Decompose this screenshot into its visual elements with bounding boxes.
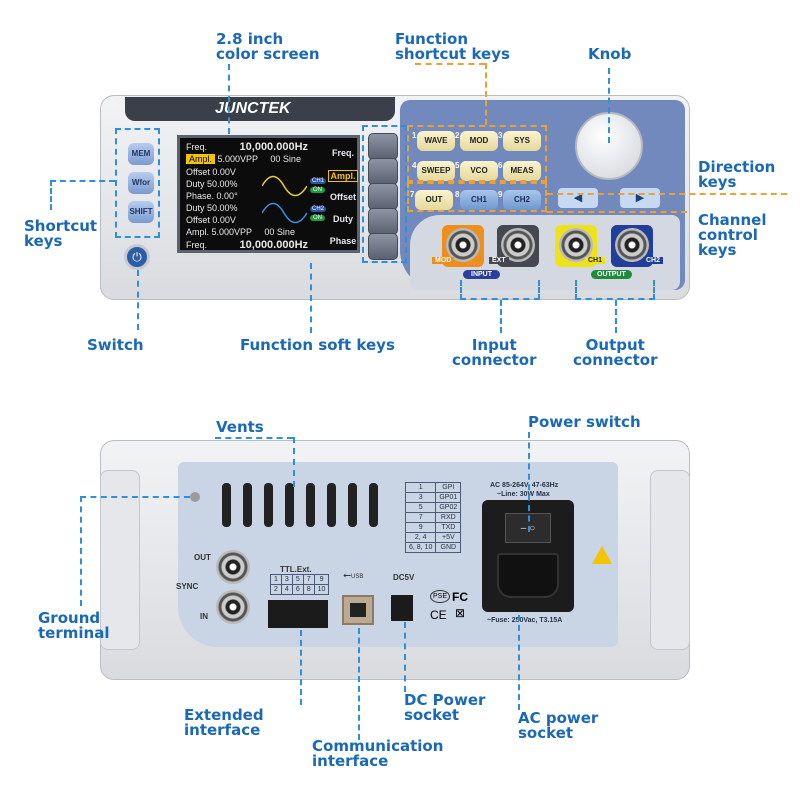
soft-label-ampl: Ampl. <box>328 170 358 182</box>
soft-key-5[interactable] <box>368 233 398 260</box>
mod-label: MOD <box>432 257 455 264</box>
left-arrow-button[interactable]: ◀ <box>558 188 598 208</box>
ext-label: EXT <box>489 257 509 264</box>
label-vents: Vents <box>216 418 264 436</box>
ch1-label: CH1 <box>585 257 606 264</box>
screen-row: Ampl. 5.000VPP 00 Sine <box>186 227 295 237</box>
soft-key-4[interactable] <box>368 208 398 235</box>
ground-terminal[interactable] <box>190 492 200 502</box>
ch2-waveform <box>262 202 307 224</box>
ch2-badge: CH2 <box>310 206 327 212</box>
label-knob: Knob <box>588 45 632 63</box>
usb-icon: ⭠USB <box>343 570 364 581</box>
soft-label-phase: Phase <box>329 236 357 246</box>
sync-out-connector[interactable] <box>216 550 250 584</box>
mod-connector[interactable] <box>446 228 480 262</box>
warning-icon <box>592 546 612 564</box>
ch1-output-connector[interactable] <box>559 228 593 262</box>
screen-row: Ampl. 5.000VPP 00 Sine <box>186 154 301 164</box>
fuse-label: ~Fuse: 250Vac, T3.15A <box>487 617 563 624</box>
screen-row: Offset 0.00V <box>186 167 236 177</box>
ch2-label: CH2 <box>643 257 664 264</box>
power-button[interactable]: ⏻ <box>124 244 150 270</box>
sync-label: SYNC <box>176 582 199 591</box>
sync-out-label: OUT <box>194 553 211 562</box>
pse-mark: PSE <box>430 590 451 603</box>
dc-label: DC5V <box>393 573 415 582</box>
soft-label-offset: Offset <box>329 192 356 202</box>
vco-button[interactable]: VCO <box>460 161 498 181</box>
screen-row: Offset 0.00V <box>186 215 236 225</box>
mem-button[interactable]: MEM <box>128 143 154 165</box>
iec-power-inlet[interactable] <box>497 553 559 598</box>
sync-in-label: IN <box>200 612 208 621</box>
ch2-on-badge: ON <box>310 215 325 221</box>
screen-row: Freq. 10,000.000Hz <box>186 239 309 251</box>
ext-connector[interactable] <box>501 228 535 262</box>
sweep-button[interactable]: SWEEP <box>417 161 455 181</box>
ac-rating: AC 85-264V, 47-63Hz <box>490 482 559 489</box>
usb-b-port[interactable] <box>342 595 374 625</box>
sys-button[interactable]: SYS <box>503 131 541 151</box>
ce-mark: CE <box>430 608 447 622</box>
meas-button[interactable]: MEAS <box>503 161 541 181</box>
wfor-button[interactable]: Wfor <box>128 172 154 194</box>
right-arrow-button[interactable]: ▶ <box>620 188 660 208</box>
screen-row: Phase. 0.00° <box>186 191 238 201</box>
screen-row: Duty 50.00% <box>186 203 238 213</box>
ch1-waveform <box>262 175 307 197</box>
soft-label-freq: Freq. <box>331 148 354 158</box>
right-handle <box>650 470 690 650</box>
sync-in-connector[interactable] <box>216 590 250 624</box>
screen-row: Freq. 10,000.000Hz <box>186 141 309 153</box>
ac-line: ~Line: 30W Max <box>497 491 550 498</box>
label-switch: Switch <box>87 336 144 354</box>
left-handle <box>100 470 140 650</box>
dc-power-socket[interactable] <box>391 595 413 621</box>
soft-keys <box>368 133 400 260</box>
wave-button[interactable]: WAVE <box>417 131 455 151</box>
color-screen: Freq. 10,000.000Hz Ampl. 5.000VPP 00 Sin… <box>177 135 360 253</box>
ch2-button[interactable]: CH2 <box>503 190 541 210</box>
soft-label-duty: Duty <box>333 214 353 224</box>
input-tag: INPUT <box>463 270 500 279</box>
ttl-extension-port[interactable] <box>268 600 328 628</box>
shift-button[interactable]: SHIFT <box>128 201 154 223</box>
ch2-output-connector[interactable] <box>615 228 649 262</box>
weee-icon: ⊠ <box>455 606 466 620</box>
ch1-button[interactable]: CH1 <box>460 190 498 210</box>
ttl-label: TTL.Ext. <box>280 565 312 574</box>
out-button[interactable]: OUT <box>415 190 453 210</box>
label-power-switch: Power switch <box>528 413 641 431</box>
ch1-badge: CH1 <box>310 178 327 184</box>
mod-button[interactable]: MOD <box>460 131 498 151</box>
fc-mark: FC <box>452 590 468 604</box>
ch1-on-badge: ON <box>310 187 325 193</box>
screen-row: Duty 50.00% <box>186 179 238 189</box>
label-function-soft-keys: Function soft keys <box>240 336 395 354</box>
output-tag: OUTPUT <box>591 270 632 279</box>
brand-plate: JUNCTEK <box>125 97 395 121</box>
